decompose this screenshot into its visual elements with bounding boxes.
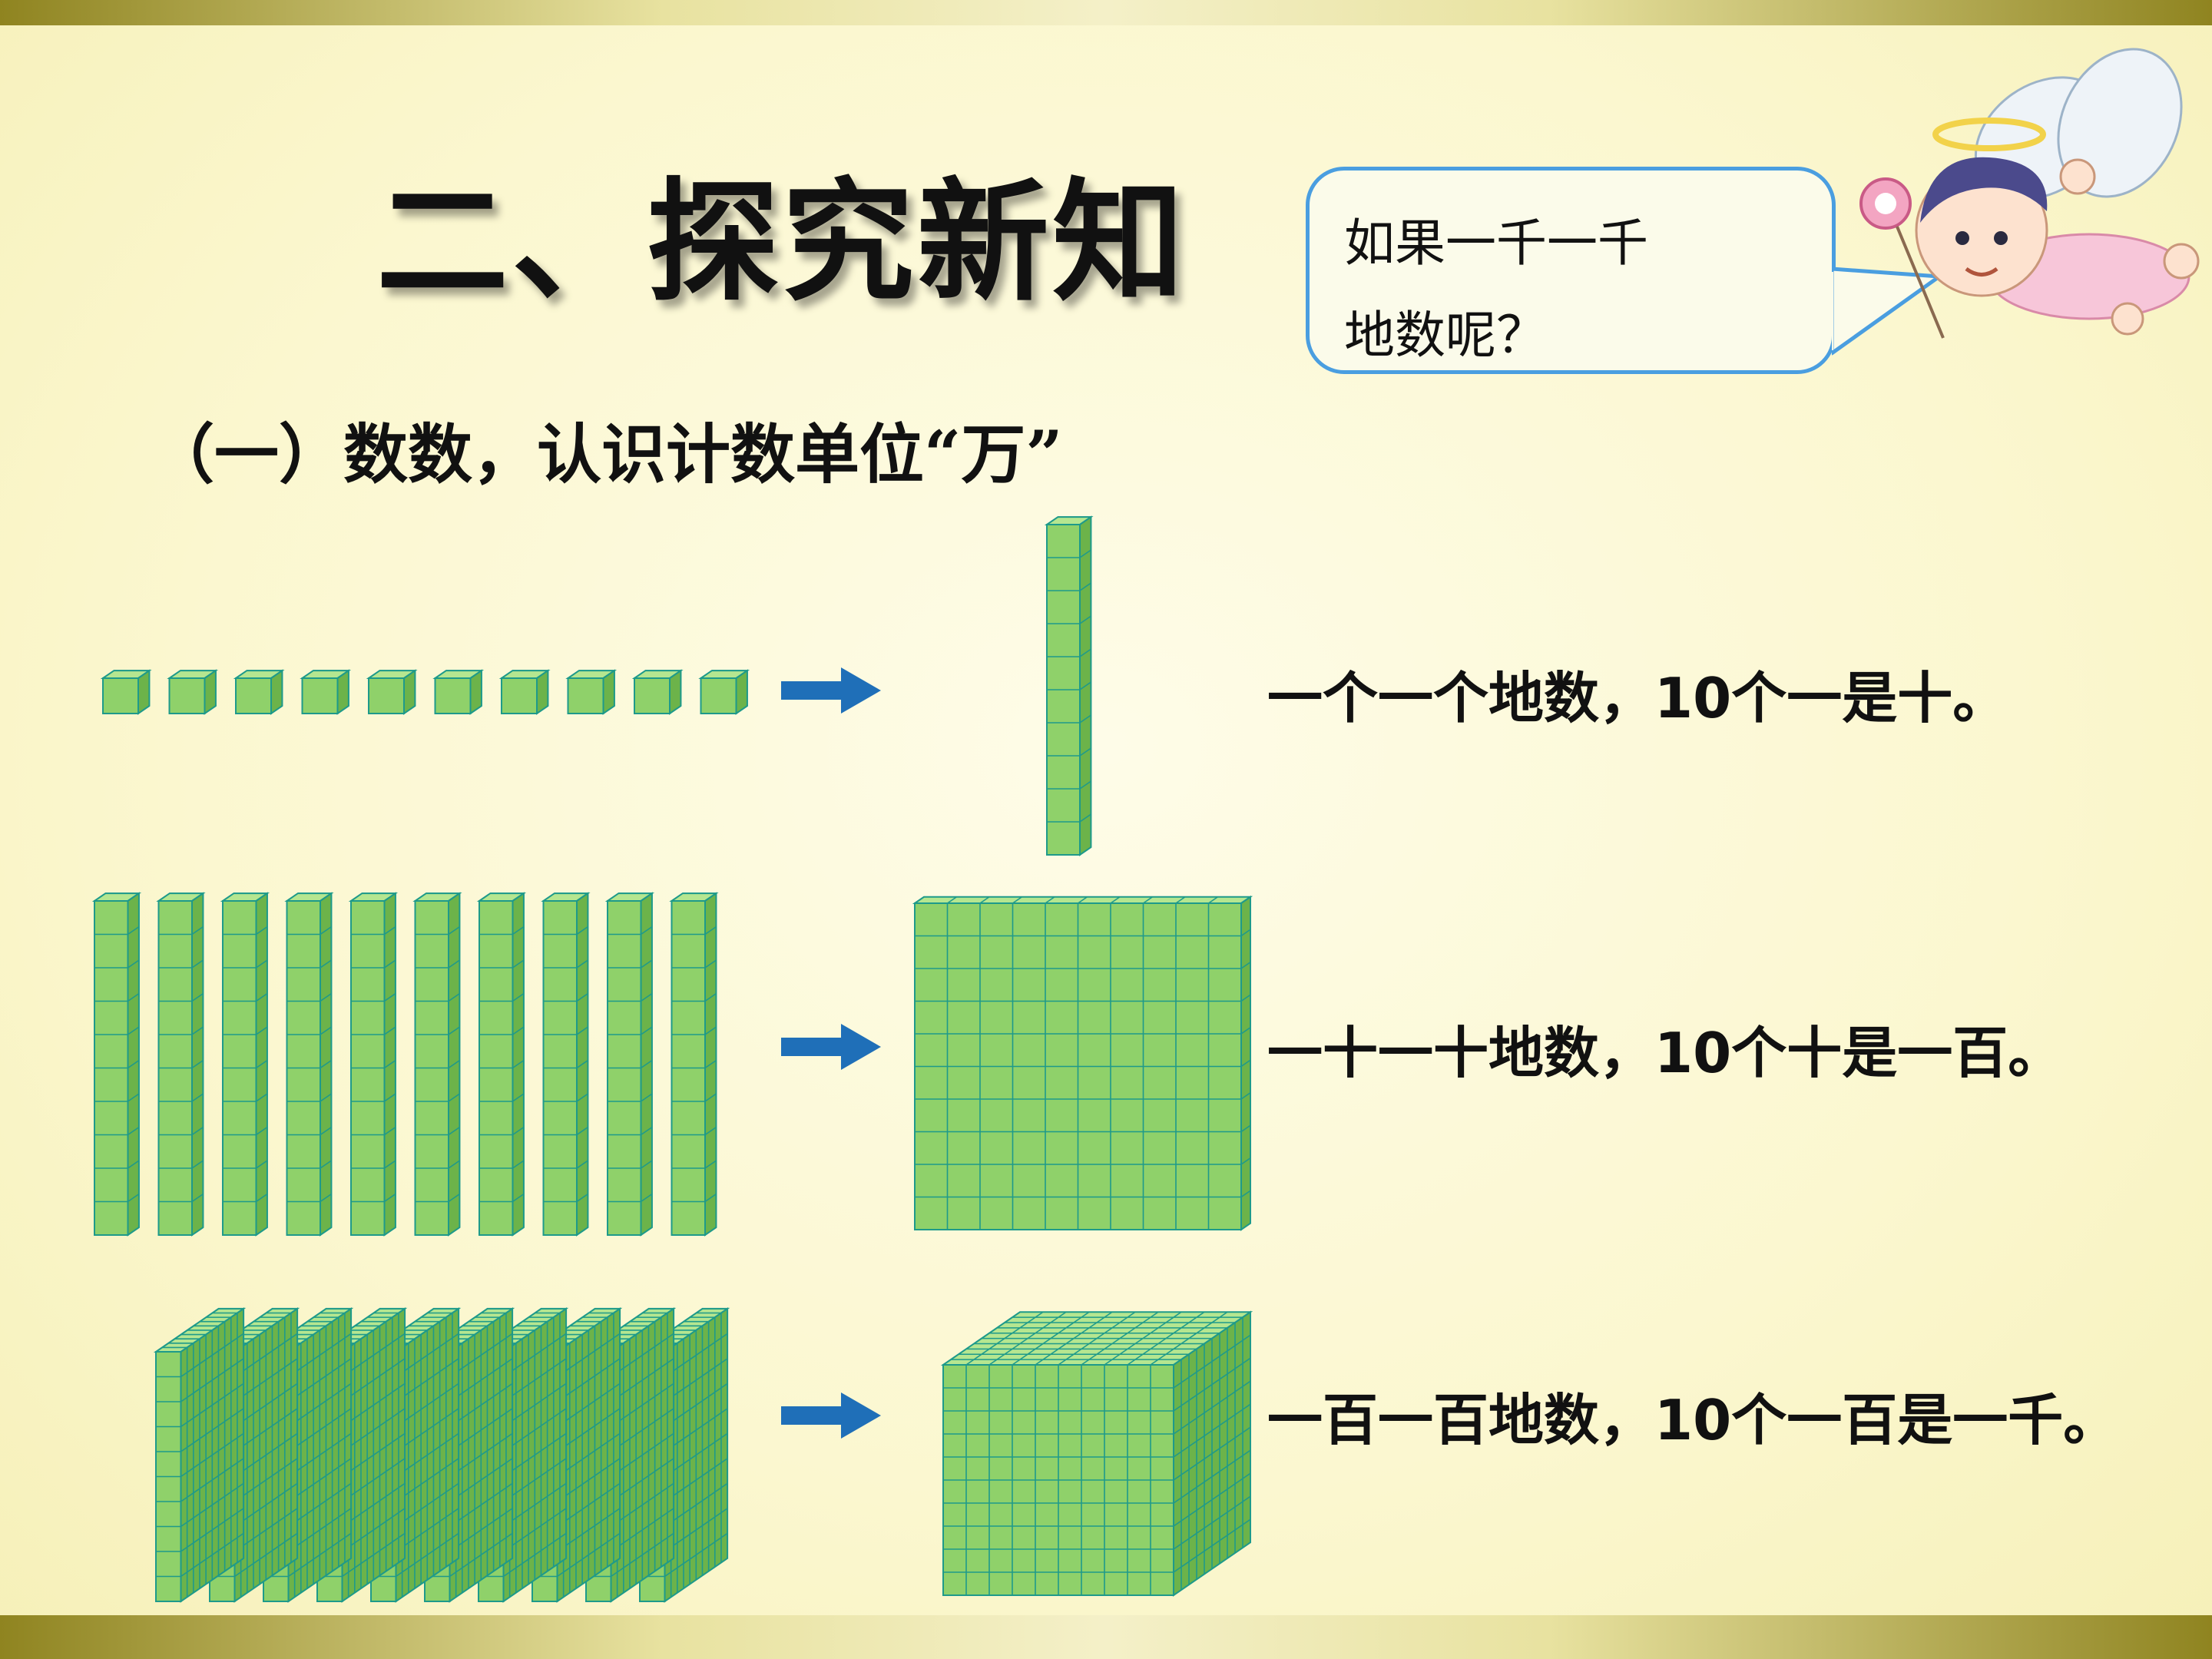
statement-tail: 个十是一百。 <box>1731 1020 2064 1085</box>
row-statement-2: 一十一十地数，10个十是一百。 <box>1267 1008 2063 1088</box>
statement-lead: 一个一个地数， <box>1267 665 1655 730</box>
right-arrow-icon <box>781 1392 881 1439</box>
ten-rod <box>156 892 206 1237</box>
speech-bubble-tail <box>1832 267 1942 356</box>
angel-fairy-illustration <box>1859 48 2200 339</box>
ten-rod <box>541 892 591 1237</box>
thousand-cube-result <box>941 1310 1253 1597</box>
unit-cube <box>366 669 418 715</box>
ten-rods-group <box>92 892 719 1237</box>
section-subtitle: （一）数数，认识计数单位“万” <box>150 416 1063 492</box>
bottom-decor-bar <box>0 1615 2212 1659</box>
ten-rod <box>604 892 655 1237</box>
hundred-flat-result <box>912 895 1253 1231</box>
unit-cube <box>233 669 285 715</box>
statement-count: 10 <box>1654 1021 1732 1085</box>
ten-rod <box>92 892 142 1237</box>
ten-rod <box>669 892 719 1237</box>
row-statement-3: 一百一百地数，10个一百是一千。 <box>1267 1375 2118 1455</box>
ten-rod <box>412 892 462 1237</box>
right-arrow-icon <box>781 1024 881 1070</box>
ten-rod <box>284 892 334 1237</box>
unit-cube <box>498 669 551 715</box>
statement-tail: 个一是十。 <box>1731 665 2008 730</box>
speech-bubble: 如果一千一千 地数呢？ <box>1306 167 1836 374</box>
bubble-line-2: 地数呢？ <box>1344 306 1547 365</box>
unit-cube <box>432 669 485 715</box>
unit-cubes-group <box>100 669 750 715</box>
unit-cube <box>167 669 219 715</box>
bubble-line-1: 如果一千一千 <box>1344 214 1648 273</box>
ten-rod <box>1045 515 1094 856</box>
statement-count: 10 <box>1654 1388 1732 1452</box>
right-arrow-icon <box>781 667 881 714</box>
thousand-cube <box>941 1310 1253 1597</box>
slide-title: 二、探究新知 <box>376 165 1187 320</box>
unit-cube <box>300 669 352 715</box>
ten-rod-result <box>1045 515 1094 856</box>
hundred-flats-group <box>154 1306 730 1603</box>
unit-cube <box>565 669 618 715</box>
statement-tail: 个一百是一千。 <box>1731 1387 2119 1452</box>
unit-cube <box>100 669 152 715</box>
top-decor-bar <box>0 0 2212 25</box>
ten-rod <box>220 892 270 1237</box>
statement-lead: 一百一百地数， <box>1267 1387 1655 1452</box>
unit-cube <box>698 669 750 715</box>
row-statement-1: 一个一个地数，10个一是十。 <box>1267 653 2008 733</box>
unit-cube <box>631 669 684 715</box>
hundred-flat <box>912 895 1253 1231</box>
ten-rod <box>348 892 399 1237</box>
hundred-flat <box>154 1306 247 1603</box>
ten-rod <box>476 892 527 1237</box>
statement-lead: 一十一十地数， <box>1267 1020 1655 1085</box>
statement-count: 10 <box>1654 666 1732 730</box>
